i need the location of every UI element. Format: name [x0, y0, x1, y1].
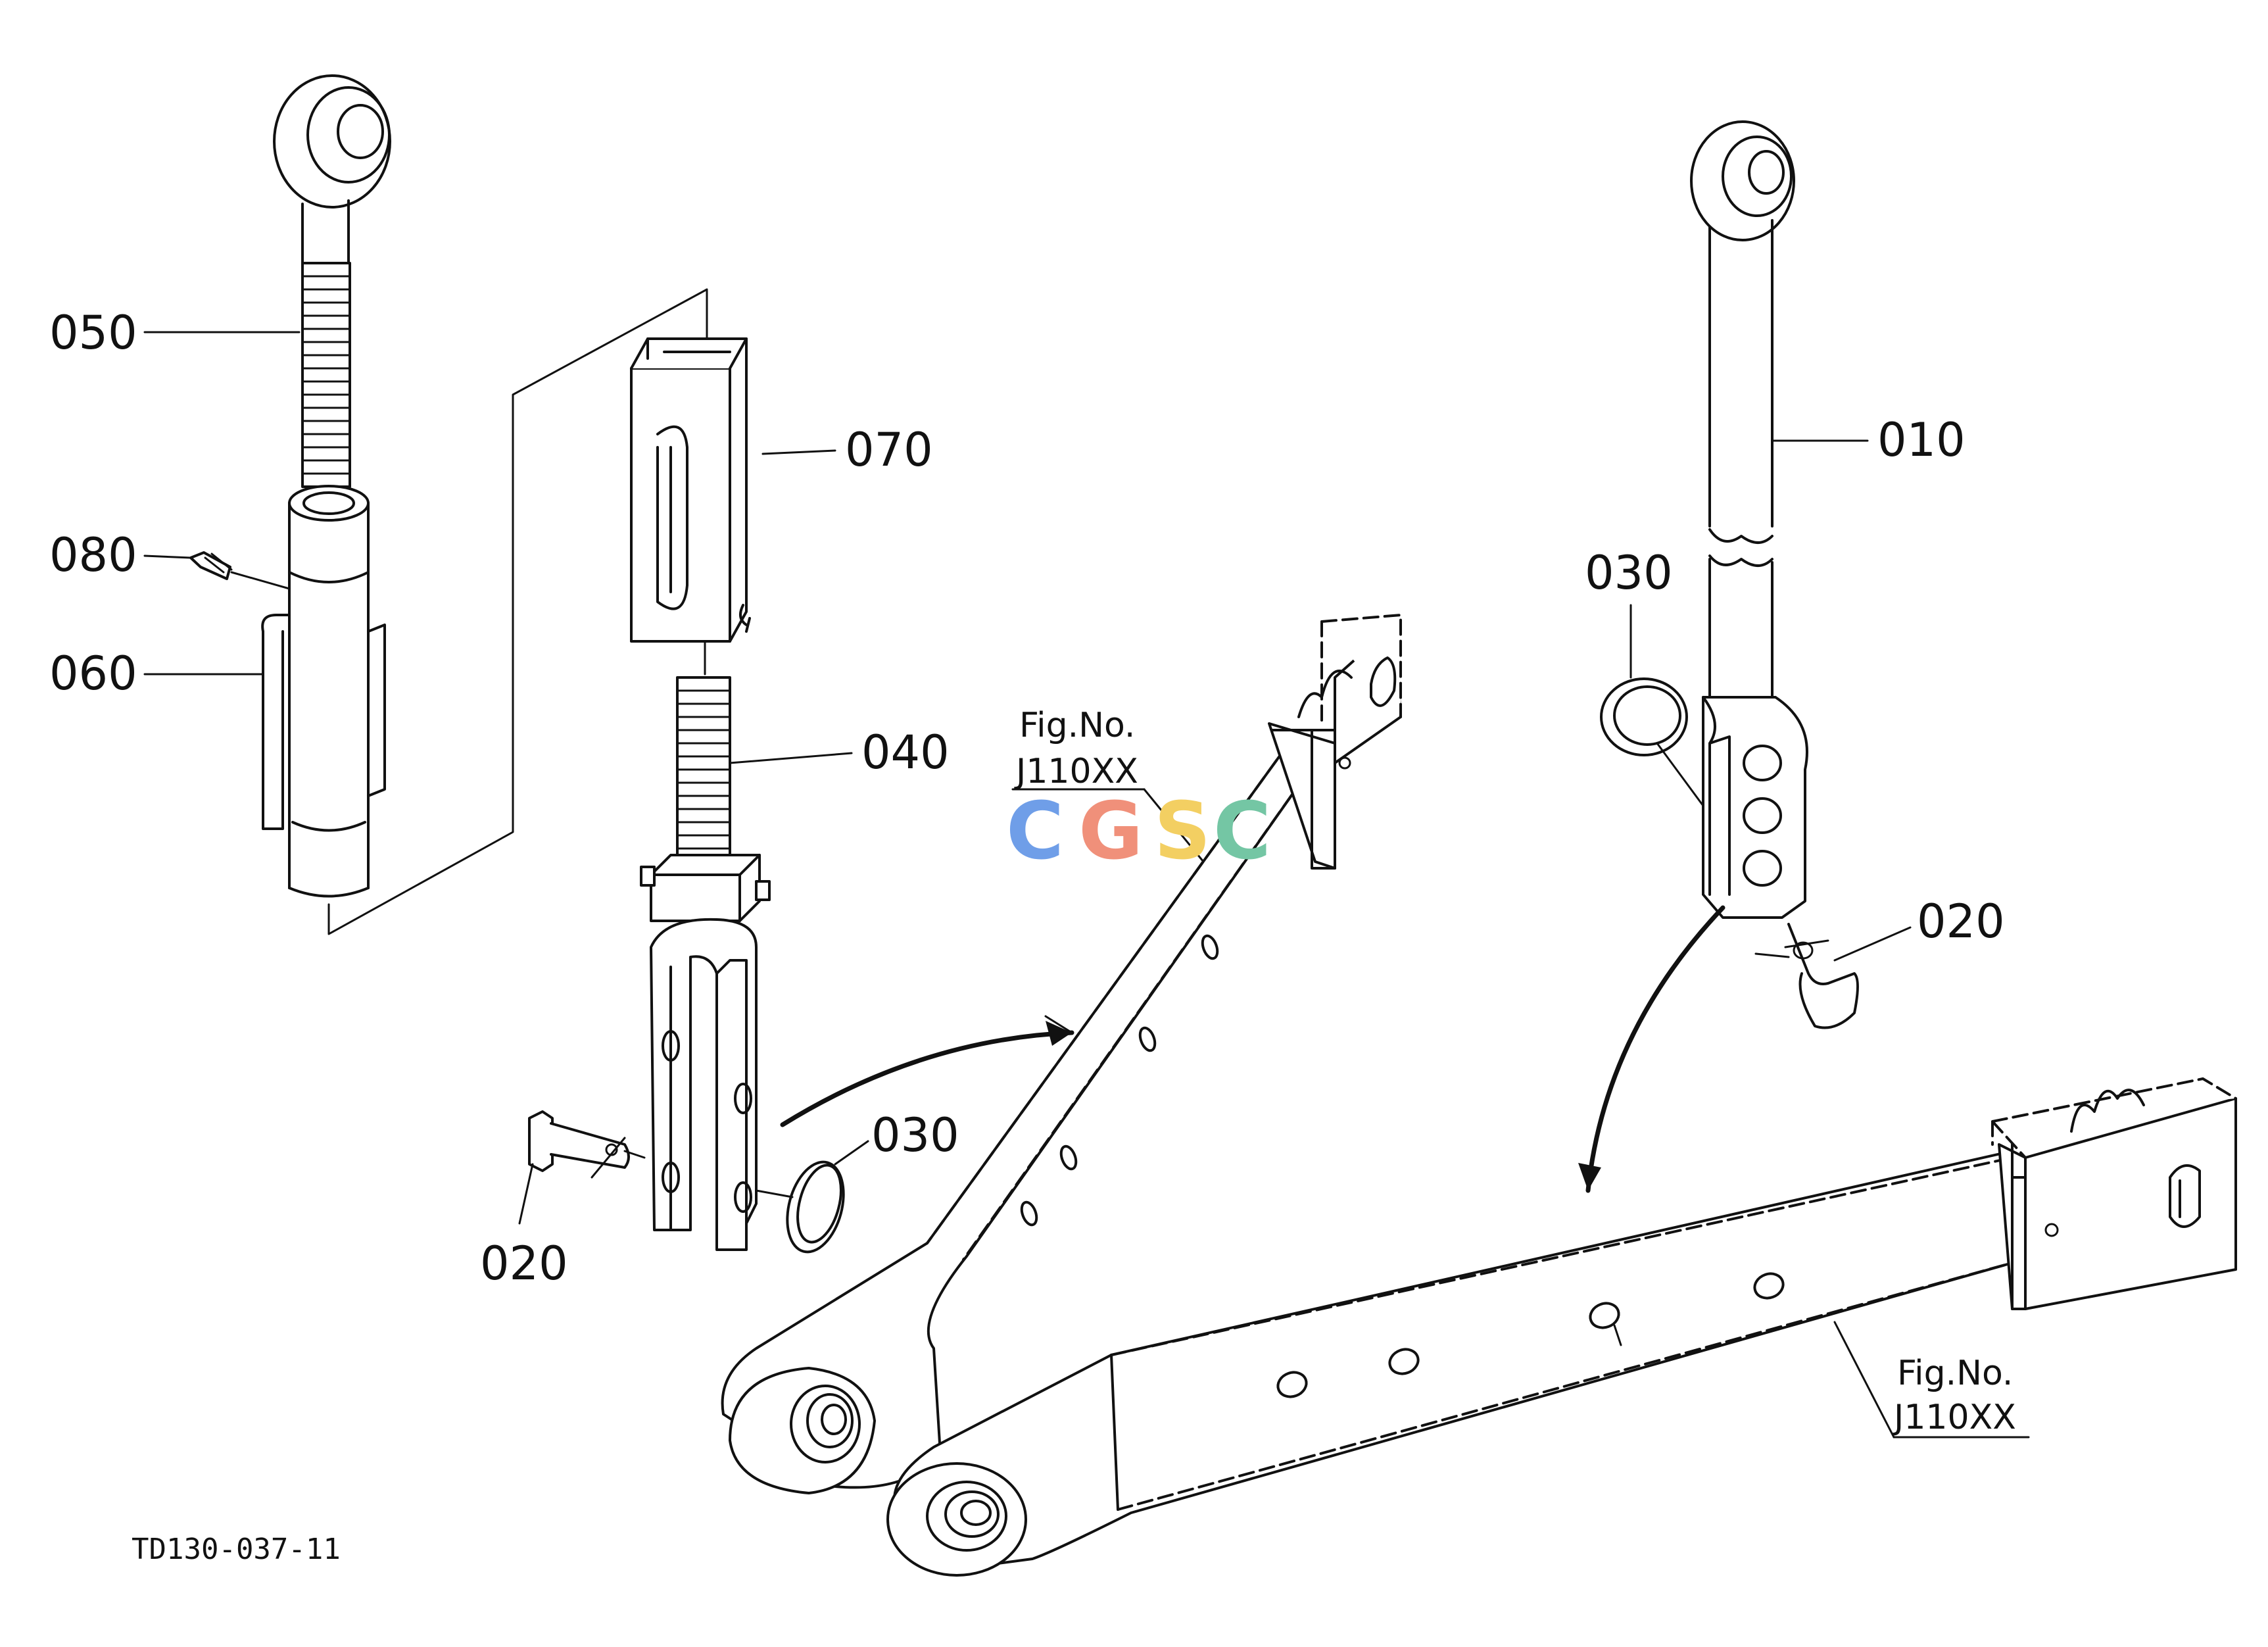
fig-reference-1: Fig.No. J110XX	[1014, 706, 1138, 791]
part-labels: 050 080 060 070 040 030 020 010 030 020	[49, 306, 2005, 1291]
right-top-link	[1600, 120, 1859, 1029]
label-030-left: 030	[871, 1108, 959, 1162]
lower-link-right	[886, 905, 2237, 1577]
label-060: 060	[49, 647, 137, 701]
watermark-letter-3: S	[1154, 786, 1211, 877]
watermark-letter-4: C	[1213, 786, 1271, 877]
label-020-right: 020	[1917, 895, 2005, 948]
fig-ref-1-line2: J110XX	[1014, 752, 1138, 791]
fig-reference-2: Fig.No. J110XX	[1892, 1354, 2016, 1437]
label-080: 080	[49, 528, 137, 582]
label-010: 010	[1877, 413, 1966, 467]
fig-ref-2-line2: J110XX	[1892, 1398, 2016, 1437]
label-020-left: 020	[480, 1237, 568, 1291]
watermark-letter-2: G	[1078, 786, 1144, 877]
lift-rod-assembly	[528, 337, 845, 1254]
label-040: 040	[861, 725, 950, 779]
label-030-right: 030	[1585, 546, 1673, 600]
lower-link-left	[721, 614, 1402, 1494]
fig-ref-2-line1: Fig.No.	[1897, 1354, 2013, 1393]
watermark-logo: C G S C	[1006, 786, 1271, 877]
fig-ref-1-line1: Fig.No.	[1019, 706, 1135, 745]
drawing-code: TD130-037-11	[132, 1533, 341, 1566]
label-050: 050	[49, 306, 137, 360]
leader-lines	[143, 331, 2030, 1438]
watermark-letter-1: C	[1006, 786, 1064, 877]
label-070: 070	[845, 423, 933, 477]
left-top-link	[189, 74, 708, 935]
